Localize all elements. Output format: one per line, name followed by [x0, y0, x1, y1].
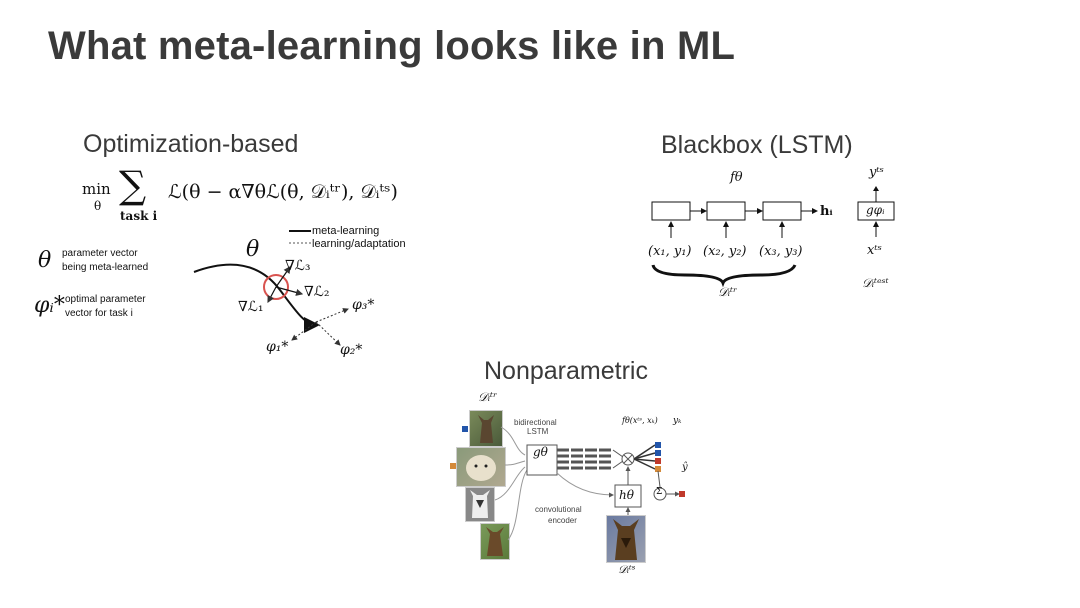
legend-adaptation: learning/adaptation — [312, 238, 406, 250]
phi3-star: φ₃* — [352, 297, 375, 313]
query-image-dog — [606, 515, 646, 563]
lstm-label-1: bidirectional — [514, 418, 557, 427]
theta-symbol: θ — [38, 248, 52, 273]
g-theta-box — [526, 444, 558, 476]
grad-l1: ∇ℒ₁ — [238, 299, 264, 315]
objective-sum-sub: task i — [120, 209, 158, 223]
phi2-star: φ₂* — [340, 342, 363, 358]
optimization-heading: Optimization-based — [83, 130, 299, 158]
sigma-label: Σ — [656, 487, 663, 497]
objective-min-sub: θ — [94, 199, 102, 213]
train-brace — [651, 264, 797, 288]
theta-desc-2: being meta-learned — [62, 262, 149, 273]
x-ts-label: xᵗˢ — [867, 243, 882, 258]
lstm-diagram — [651, 195, 895, 288]
theta-desc-1: parameter vector — [62, 248, 138, 259]
nonparametric-heading: Nonparametric — [484, 357, 648, 385]
g-phi-label: gφᵢ — [866, 203, 885, 217]
blackbox-heading: Blackbox (LSTM) — [661, 131, 853, 159]
input-1: (x₁, y₁) — [648, 244, 692, 259]
lstm-cell-3 — [762, 201, 802, 221]
theta-point-circle — [263, 274, 289, 300]
phi-symbol: φᵢ* — [34, 293, 65, 318]
input-3: (x₃, y₃) — [759, 244, 803, 259]
support-image-dog-4 — [480, 523, 510, 560]
lstm-cell-2 — [706, 201, 746, 221]
phi1-star: φ₁* — [266, 339, 289, 355]
y-hat-label: ŷ — [682, 462, 688, 473]
objective-min: min — [82, 180, 111, 198]
label-marker-orange — [450, 463, 456, 469]
lstm-label-2: LSTM — [527, 427, 549, 436]
blackbox-train-set: 𝒟ᵢᵗʳ — [718, 285, 738, 299]
slide-title: What meta-learning looks like in ML — [48, 24, 736, 68]
grad-l3: ∇ℒ₃ — [285, 258, 311, 274]
yk-label: yₖ — [673, 416, 682, 426]
prediction-marker — [679, 491, 685, 497]
matching-network-diagram — [494, 426, 685, 541]
encoder-label-1: convolutional — [535, 505, 582, 514]
legend-meta-learning: meta-learning — [312, 225, 380, 237]
test-set-label: 𝒟ᵢᵗᵉˢᵗ — [862, 276, 889, 290]
lstm-cell-1 — [651, 201, 691, 221]
support-image-dog-3 — [465, 487, 495, 522]
np-test-set: 𝒟ᵢᵗˢ — [618, 563, 636, 576]
g-phi-up-arrow — [873, 186, 879, 201]
support-image-dog-1 — [469, 410, 503, 447]
encoder-label-2: encoder — [548, 516, 577, 525]
legend-lines — [289, 230, 311, 244]
f-theta-label: fθ — [730, 170, 743, 185]
grad-l2: ∇ℒ₂ — [304, 284, 330, 300]
g-theta-label: gθ — [533, 445, 548, 459]
sum-symbol: ∑ — [119, 163, 147, 207]
y-ts-label: yᵗˢ — [869, 165, 884, 180]
lstm-output: hᵢ — [820, 204, 833, 219]
support-image-dog-2 — [456, 447, 506, 487]
diagram-theta: θ — [246, 237, 260, 262]
h-theta-label: hθ — [619, 488, 634, 502]
phi-desc-1: optimal parameter — [65, 294, 146, 305]
f-theta-label: fθ(xᵗˢ, xₖ) — [622, 416, 658, 425]
label-marker-blue — [462, 426, 468, 432]
np-train-set: 𝒟ᵢᵗʳ — [478, 390, 498, 404]
phi-desc-2: vector for task i — [65, 308, 133, 319]
optimization-diagram — [193, 263, 349, 346]
objective-body: ℒ(θ − α∇θℒ(θ, 𝒟ᵢᵗʳ), 𝒟ᵢᵗˢ) — [168, 181, 398, 203]
input-2: (x₂, y₂) — [703, 244, 747, 259]
